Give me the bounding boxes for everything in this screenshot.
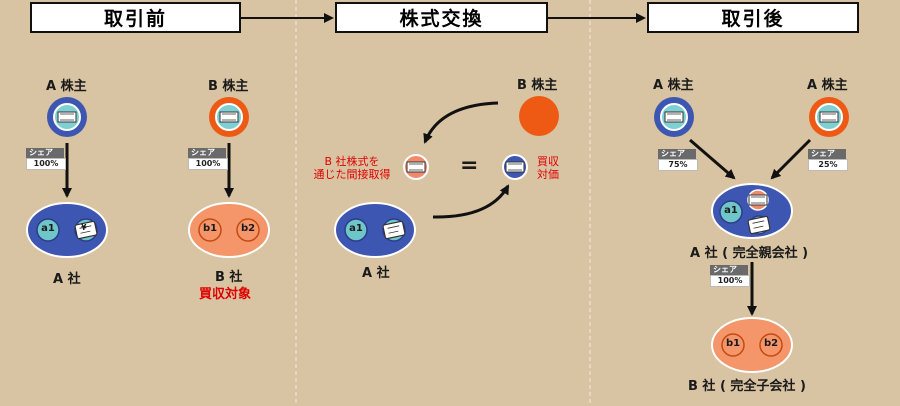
label-indirect-acquisition: B 社株式を 通じた間接取得	[304, 155, 400, 181]
header-exchange: 株式交換	[335, 2, 548, 33]
share-value: 100%	[188, 158, 228, 170]
company-a-ellipse	[26, 202, 108, 258]
shareholder-b-token-after	[809, 97, 849, 137]
label-parent-company: A 社 ( 完全親会社 )	[690, 246, 809, 261]
header-exchange-text: 株式交換	[399, 8, 484, 30]
share-value: 100%	[710, 275, 750, 287]
label-shareholder-b-mid: B 株主	[517, 78, 558, 93]
consideration-line-1: 買収	[537, 155, 559, 168]
share-value: 100%	[26, 158, 66, 170]
arrow-b-to-parent	[770, 138, 812, 180]
share-value: 75%	[658, 159, 698, 171]
indirect-line-1: B 社株式を	[324, 155, 380, 168]
label-shareholder-a-after-right: A 株主	[807, 78, 848, 93]
asset-b2: b2	[240, 223, 256, 234]
asset-a1: a1	[41, 223, 55, 234]
company-b-ellipse	[188, 202, 270, 258]
header-before-text: 取引前	[103, 8, 167, 30]
subsidiary-ellipse	[711, 317, 793, 373]
share-key: シェア	[188, 148, 226, 158]
consideration-token	[502, 154, 528, 180]
asset-b2-after: b2	[763, 338, 779, 349]
label-company-b: B 社	[215, 270, 243, 285]
label-company-a-mid: A 社	[362, 266, 390, 281]
asset-b1-after: b1	[725, 338, 741, 349]
asset-a1-mid: a1	[349, 223, 363, 234]
shareholder-b-token	[209, 97, 249, 137]
asset-b1: b1	[202, 223, 218, 234]
header-before: 取引前	[30, 2, 241, 33]
label-acquisition-target: 買収対象	[199, 287, 252, 302]
arrow-a-to-parent	[689, 138, 736, 180]
share-tag-b-after: シェア 25%	[808, 149, 848, 171]
parent-company-ellipse	[711, 183, 793, 239]
equals-sign: =	[460, 153, 479, 178]
yen-mark: ¥	[81, 223, 87, 232]
header-after: 取引後	[647, 2, 859, 33]
share-tag-parent-sub: シェア 100%	[710, 265, 750, 287]
share-tag-b-before: シェア 100%	[188, 148, 228, 170]
company-a-ellipse-mid	[334, 202, 416, 258]
shareholder-a-token	[47, 97, 87, 137]
share-value: 25%	[808, 159, 848, 171]
asset-a1-after: a1	[724, 205, 738, 216]
share-key: シェア	[808, 149, 846, 159]
shareholder-a-token-after	[654, 97, 694, 137]
indirect-line-2: 通じた間接取得	[313, 168, 391, 181]
share-tag-a-before: シェア 100%	[26, 148, 66, 170]
label-subsidiary: B 社 ( 完全子会社 )	[688, 379, 806, 394]
header-after-text: 取引後	[721, 8, 785, 30]
consideration-line-2: 対価	[537, 168, 559, 181]
share-key: シェア	[658, 149, 696, 159]
curved-arrow-bottom	[432, 184, 510, 219]
label-shareholder-a: A 株主	[46, 79, 87, 94]
share-key: シェア	[26, 148, 64, 158]
share-tag-a-after: シェア 75%	[658, 149, 698, 171]
share-key: シェア	[710, 265, 748, 275]
label-shareholder-b: B 株主	[208, 79, 249, 94]
label-company-a: A 社	[53, 272, 81, 287]
label-consideration: 買収 対価	[537, 155, 559, 181]
label-shareholder-a-after-left: A 株主	[653, 78, 694, 93]
shareholder-b-solid-token	[519, 96, 559, 136]
curved-arrow-top	[423, 101, 499, 144]
indirect-stock-token	[403, 154, 429, 180]
